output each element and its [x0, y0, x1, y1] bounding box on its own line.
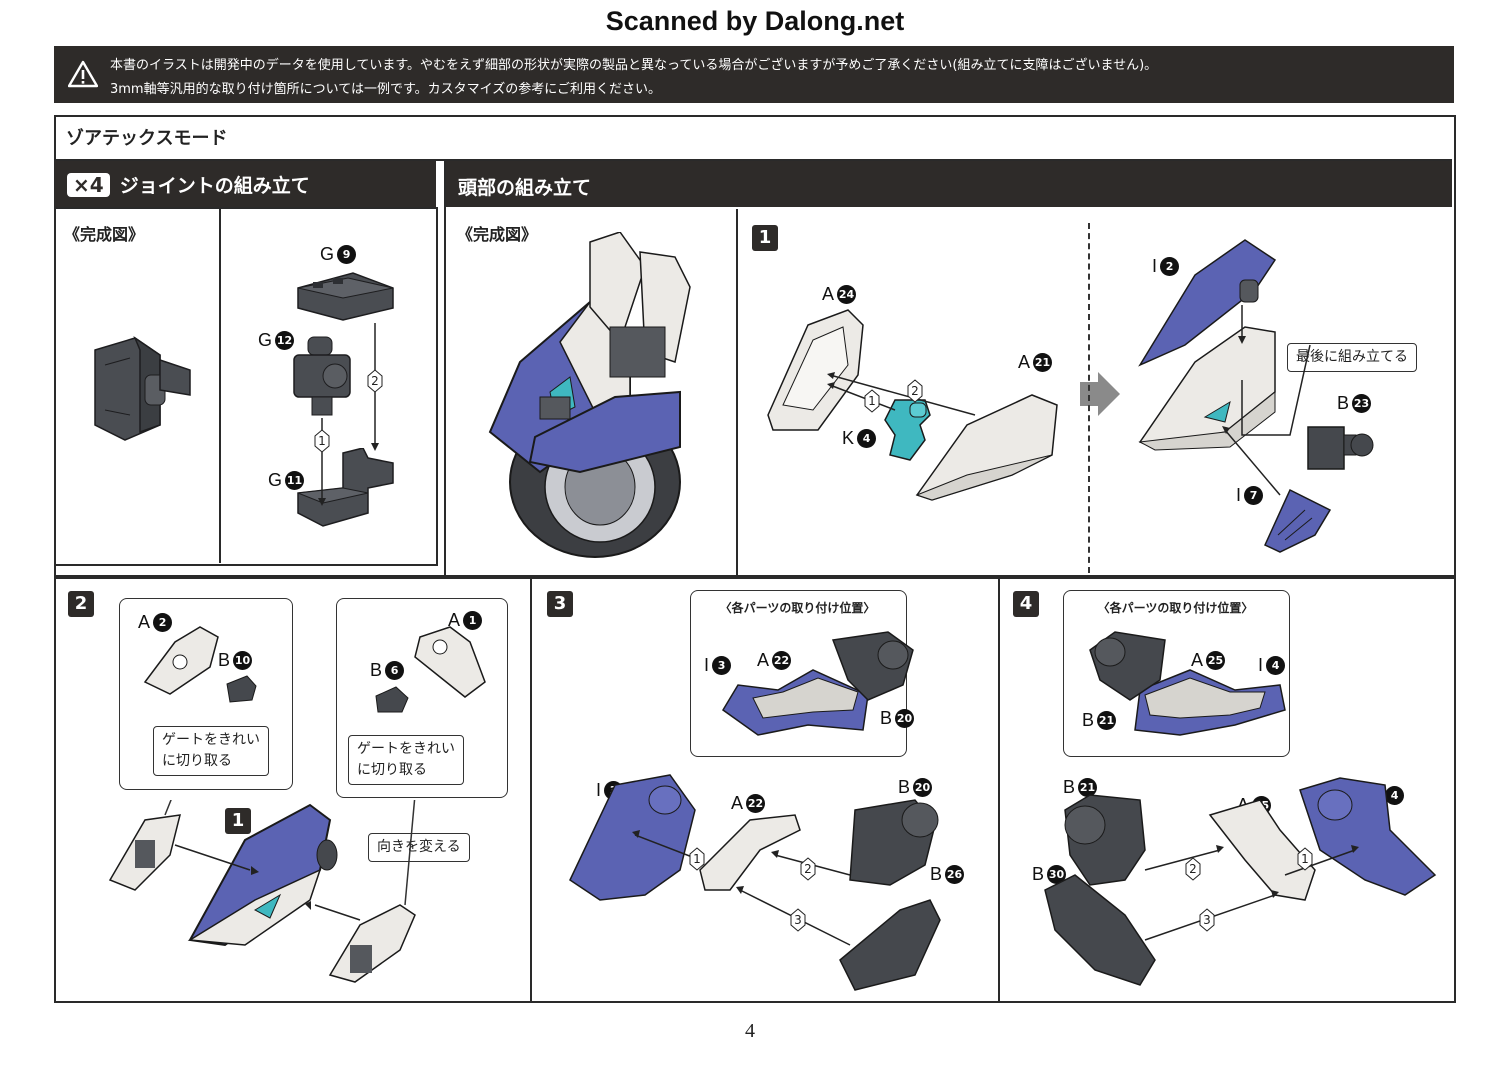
notice-line-1: 本書のイラストは開発中のデータを使用しています。やむをえず細部の形状が実際の製品…: [110, 58, 1158, 73]
joint-assembly-arrows: 2 1: [314, 323, 383, 506]
position-callout-title: 〈各パーツの取り付け位置〉: [1097, 601, 1254, 615]
position-callout-step4: [1063, 590, 1290, 757]
divider: [219, 209, 221, 563]
arrow-right-icon: [1080, 372, 1120, 416]
part-b6-illustration: [375, 686, 409, 713]
sub-step-2: 2: [371, 374, 379, 388]
part-g11-illustration: [297, 448, 394, 527]
step-2-badge: 2: [68, 591, 94, 617]
step4-sub-3: 3: [1203, 913, 1211, 927]
part-g12-illustration: [293, 336, 351, 416]
joint-complete-illustration: [94, 335, 191, 441]
part-g9-illustration: [297, 272, 394, 321]
step1-sub-2: 2: [911, 384, 919, 398]
turn-direction-note: 向きを変える: [368, 833, 470, 862]
part-i7-illustration: [1264, 488, 1332, 553]
scan-watermark: Scanned by Dalong.net: [605, 6, 905, 36]
gate-callout-right: [336, 598, 508, 798]
sub-step-1: 1: [318, 434, 326, 448]
multiplier-badge: ×4: [67, 172, 110, 197]
gate-callout-left: [119, 598, 293, 790]
step3-assembly-illustration: 1 2 3: [569, 774, 941, 991]
step-4-badge: 4: [1013, 591, 1039, 617]
step1-separator: [1088, 223, 1090, 573]
divider: [55, 159, 1452, 161]
steps-2-4-frame: [54, 575, 1456, 1003]
part-k4-illustration: [884, 399, 931, 461]
warning-icon: [68, 60, 98, 88]
gate-note-left: ゲートをきれいに切り取る: [153, 726, 269, 776]
divider: [736, 209, 738, 575]
head-header: 頭部の組み立て: [446, 161, 1452, 207]
step4-sub-1: 1: [1301, 852, 1309, 866]
mode-title: ゾアテックスモード: [66, 128, 228, 149]
step3-callout-illustration: [722, 631, 914, 736]
part-a1-illustration: [414, 626, 486, 698]
step3-sub-2: 2: [804, 862, 812, 876]
part-a21-illustration: [915, 394, 1058, 501]
step1-arrows: 2 1: [827, 372, 976, 416]
divider: [444, 161, 446, 575]
final-assembly-note: 最後に組み立てる: [1287, 343, 1417, 372]
joint-complete-label: 《完成図》: [64, 225, 145, 244]
step4-assembly-illustration: 1 2 3: [1044, 777, 1437, 986]
head-complete-label: 《完成図》: [457, 225, 538, 244]
joint-header: ×4 ジョイントの組み立て: [55, 161, 436, 207]
step-2-ref-badge: 1: [225, 808, 251, 834]
head-complete-illustration: [488, 232, 691, 558]
step4-sub-2: 2: [1189, 862, 1197, 876]
part-b10-illustration: [226, 675, 257, 703]
joint-panel: [54, 207, 438, 566]
page-number: 4: [745, 1020, 755, 1042]
step-3-badge: 3: [547, 591, 573, 617]
gate-note-right: ゲートをきれいに切り取る: [348, 735, 464, 785]
step1-sub-1: 1: [868, 394, 876, 408]
part-a2-illustration: [143, 626, 219, 695]
part-i2-illustration: [1138, 239, 1277, 367]
divider: [530, 577, 532, 1001]
joint-title: ジョイントの組み立て: [119, 175, 310, 197]
step-1-badge: 1: [752, 225, 778, 251]
head-title: 頭部の組み立て: [458, 177, 592, 199]
step1-right-arrows: [1222, 305, 1311, 496]
position-callout-title: 〈各パーツの取り付け位置〉: [719, 601, 876, 615]
step4-callout-illustration: [1089, 631, 1286, 736]
step3-sub-1: 1: [693, 852, 701, 866]
notice-banner: 本書のイラストは開発中のデータを使用しています。やむをえず細部の形状が実際の製品…: [54, 46, 1454, 103]
divider: [998, 577, 1000, 1001]
part-a24-illustration: [767, 309, 864, 431]
step2-assembly-illustration: [108, 800, 416, 983]
step3-sub-3: 3: [794, 913, 802, 927]
notice-line-2: 3mm軸等汎用的な取り付け箇所については一例です。カスタマイズの参考にご利用くだ…: [110, 82, 661, 97]
part-b23-illustration: [1307, 426, 1374, 470]
